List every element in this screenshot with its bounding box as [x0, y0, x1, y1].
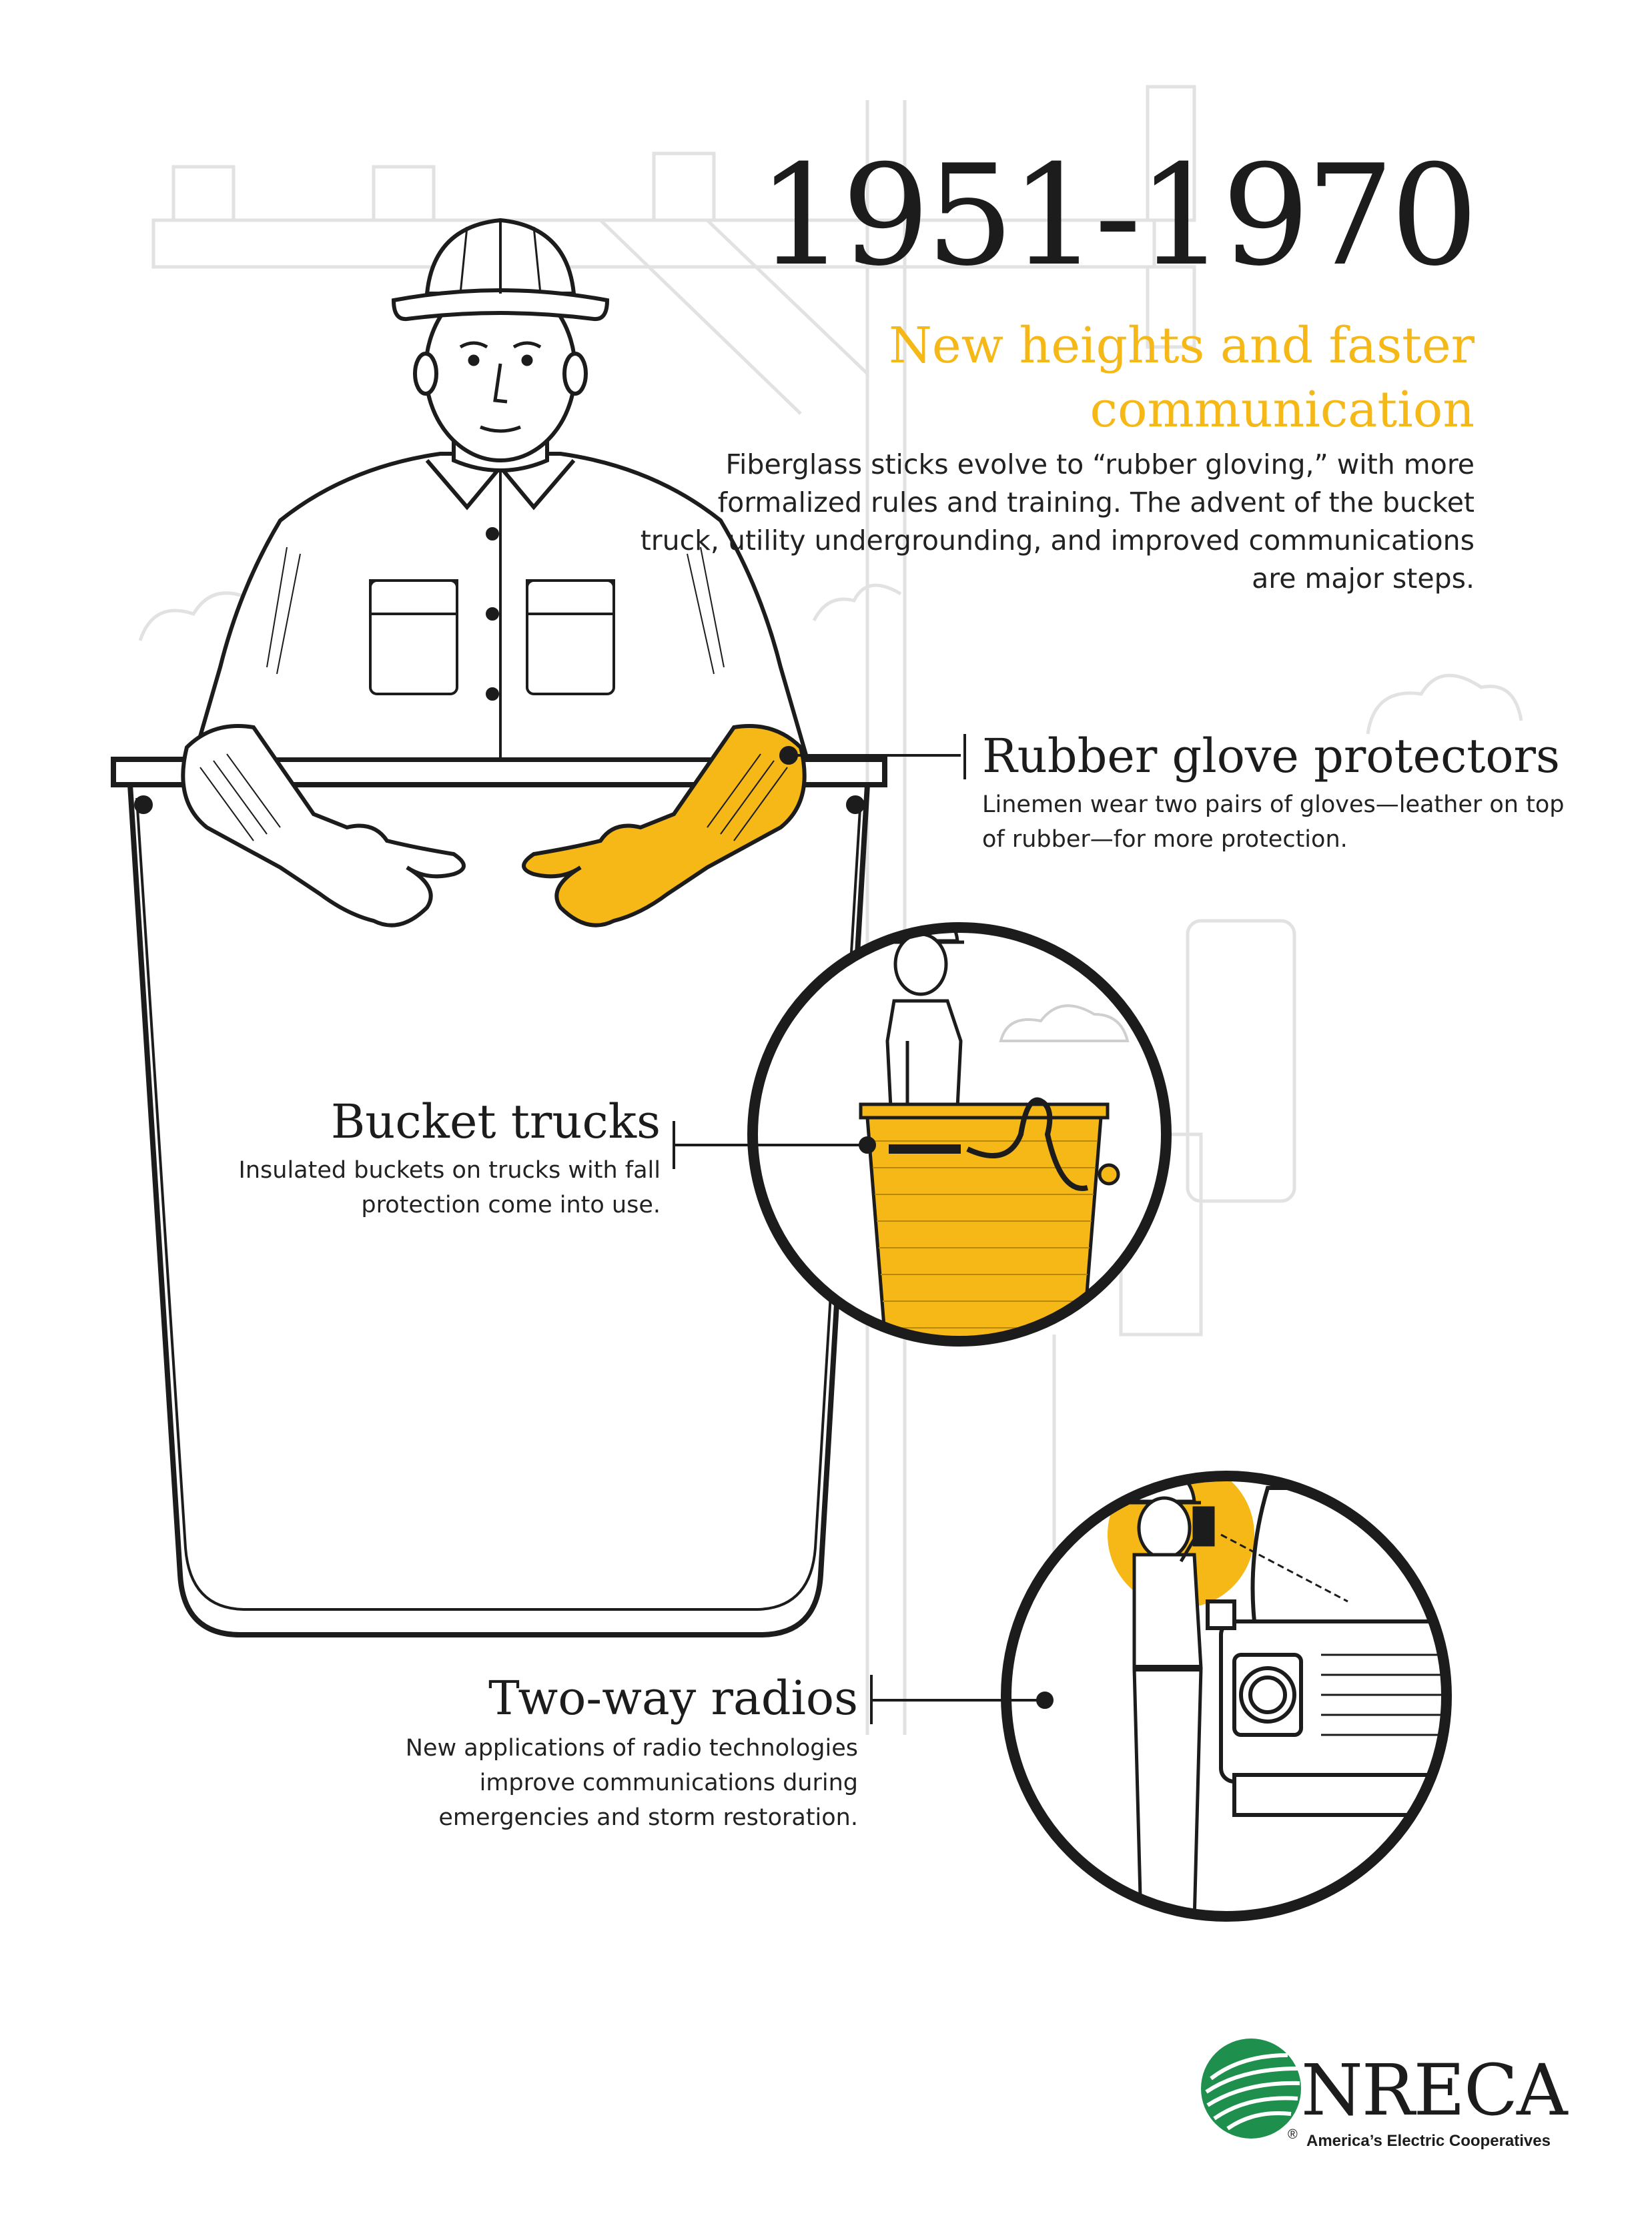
radio-callout-body: New applications of radio technologies i…: [405, 1735, 858, 1831]
leather-glove-right: [522, 724, 807, 927]
gloves-callout-title: Rubber glove protectors: [982, 729, 1560, 783]
two-way-radio-vignette: [1001, 1471, 1452, 1922]
shirt-button: [486, 687, 499, 701]
shirt-button: [486, 607, 499, 621]
bucket-callout-body: Insulated buckets on trucks with fall pr…: [238, 1157, 661, 1218]
intro-paragraph: Fiberglass sticks evolve to “rubber glov…: [640, 448, 1475, 595]
nreca-logo-wordmark: NRECA: [1301, 2049, 1568, 2131]
registered-mark: ®: [1288, 2127, 1298, 2142]
bucket-callout-title: Bucket trucks: [330, 1094, 661, 1149]
leather-glove-left: [181, 724, 466, 927]
gloves-callout-body: Linemen wear two pairs of gloves—leather…: [982, 791, 1565, 853]
bucket-leader-line: [673, 1121, 876, 1169]
year-range-title: 1951-1970: [757, 135, 1479, 297]
subtitle-line-1: New heights and faster: [889, 317, 1475, 374]
lineman-illustration: [181, 218, 810, 927]
radio-leader-line: [870, 1675, 1054, 1724]
gloves-leader-line: [779, 734, 966, 779]
radio-callout-title: Two-way radios: [488, 1671, 858, 1726]
subtitle-line-2: communication: [1090, 381, 1475, 438]
bucket-truck-vignette: [747, 922, 1172, 1347]
era-subtitle: New heights and faster communication: [874, 314, 1475, 442]
nreca-logo-tagline: America’s Electric Cooperatives: [1306, 2132, 1551, 2150]
nreca-logo-mark: ®: [1201, 2038, 1301, 2142]
shirt-button: [486, 527, 499, 540]
